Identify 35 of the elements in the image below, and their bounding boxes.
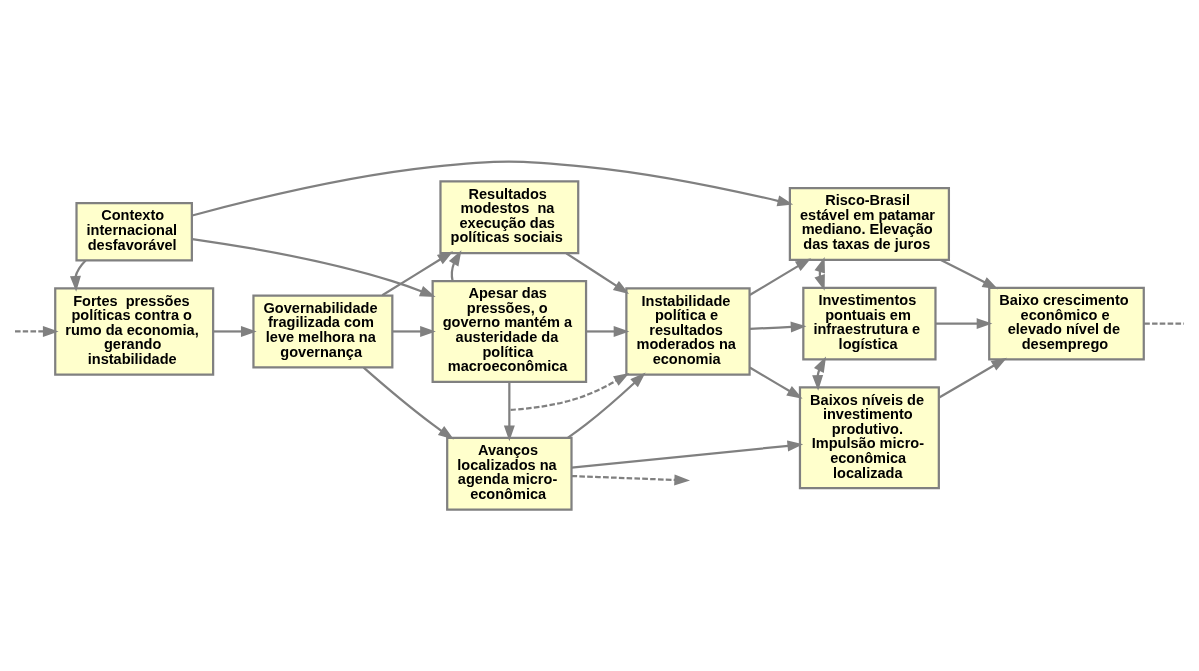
arrow (749, 258, 812, 296)
node-box: Contexto internacional desfavorável (75, 202, 193, 262)
node-box: Fortes pressões políticas contra o rumo da economia, gerando instabilidade (54, 287, 215, 376)
arrow (510, 373, 630, 411)
node-box: Instabilidade política e resultados moderados na economia (625, 287, 751, 376)
arrow (938, 357, 1008, 399)
arrow (567, 372, 646, 439)
node-box: Apesar das pressões, o governo mantém a austeridade da política macroeconômica (431, 279, 588, 383)
arrow (363, 366, 454, 440)
arrow (749, 366, 803, 399)
node-box: Governabilidade fragilizada com leve melhora na governança (252, 294, 394, 369)
arrow (503, 382, 515, 442)
arrow (571, 440, 804, 469)
arrow (812, 356, 827, 391)
arrow (192, 237, 436, 297)
node-box: Avanços localizados na agenda micro-econômica (446, 436, 573, 511)
arrow (69, 259, 87, 292)
arrow (940, 258, 999, 290)
arrow (392, 325, 436, 337)
node-box: Investimentos pontuais em infraestrutura e logística (802, 286, 937, 361)
arrow (191, 160, 794, 217)
arrow (749, 321, 807, 333)
node-box: Resultados modestos na execução das políticas sociais (439, 180, 580, 255)
arrow (586, 325, 630, 337)
node-box: Baixo crescimento econômico e elevado nível de desemprego (988, 286, 1145, 361)
arrow (448, 250, 462, 282)
node-box: Risco-Brasil estável em patamar mediano. Elevação das taxas de juros (788, 187, 951, 261)
arrow (571, 474, 691, 486)
arrow (565, 252, 630, 295)
connector (1144, 322, 1185, 325)
arrow (213, 325, 257, 337)
arrow (381, 251, 454, 297)
arrow (935, 318, 993, 330)
arrow (15, 325, 59, 337)
node-box: Baixos níveis de investimento produtivo. Impulsão micro-econômica localizada (798, 386, 940, 490)
